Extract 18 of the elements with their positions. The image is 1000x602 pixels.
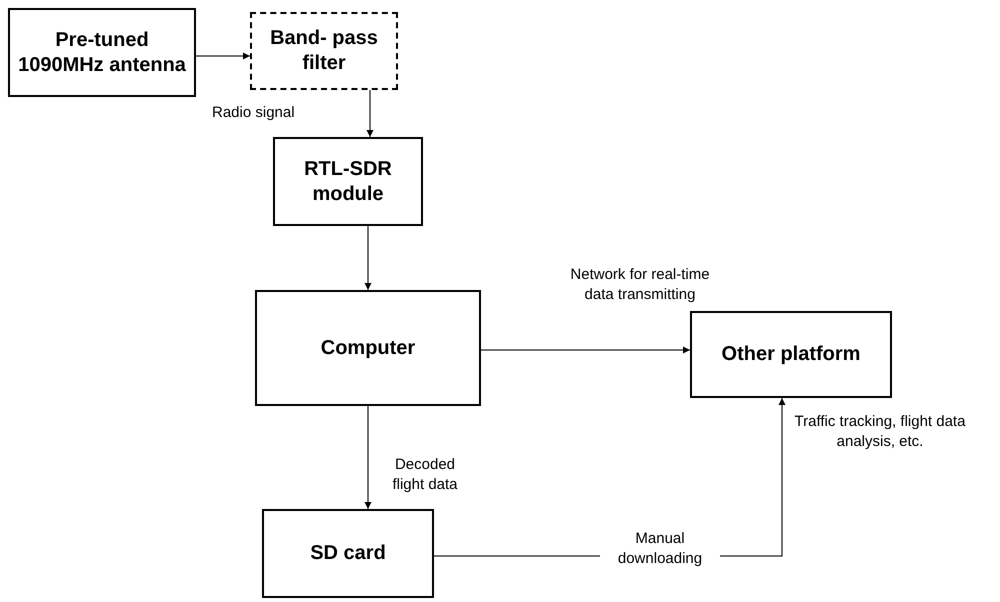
box-label: Band- pass filter (269, 26, 379, 76)
box-label: RTL-SDR module (303, 156, 393, 206)
process-box (273, 137, 423, 226)
process-box (690, 311, 892, 398)
box-label: Pre-tuned 1090MHz antenna (17, 28, 187, 78)
arrow (366, 90, 374, 138)
process-box (255, 290, 481, 406)
arrow (196, 52, 250, 60)
edge-label: Manual downloading (600, 529, 720, 568)
dashed-process-box (250, 12, 398, 90)
process-box (8, 8, 196, 97)
arrow (364, 406, 372, 510)
box-label: Other platform (722, 342, 860, 367)
box-label: SD card (310, 541, 386, 566)
process-box (262, 509, 434, 598)
box-label: Computer (320, 336, 416, 360)
arrow (480, 346, 690, 354)
arrow (364, 226, 372, 290)
